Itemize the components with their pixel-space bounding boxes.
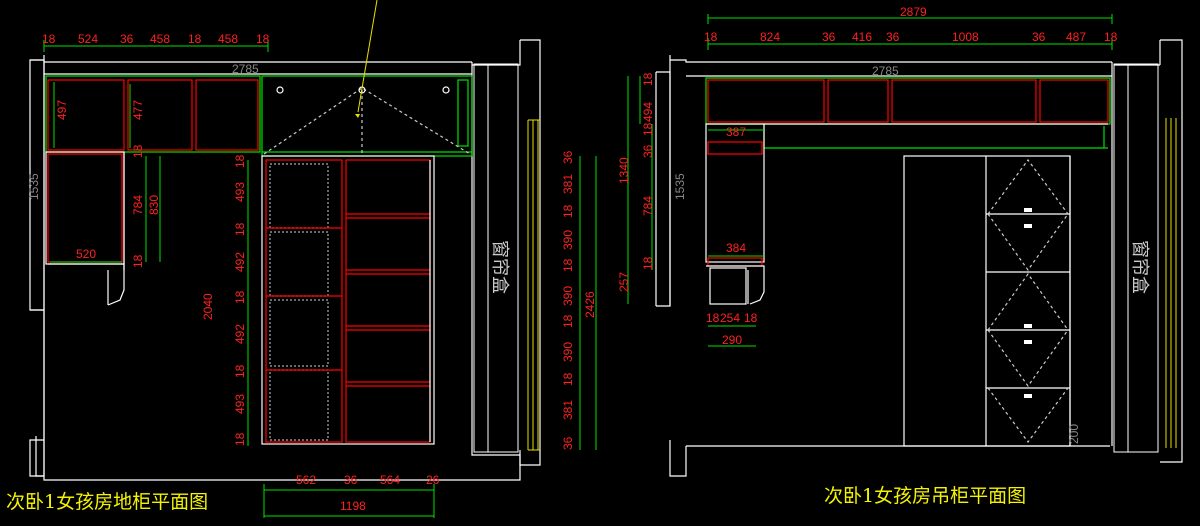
dim-text: 18: [561, 204, 575, 218]
dim-text: 18: [706, 311, 720, 325]
dim-text: 18: [233, 154, 247, 168]
dim-text: 36: [641, 144, 655, 158]
dim-text: 18: [641, 72, 655, 86]
dim-upper-left: 497: [55, 100, 69, 120]
dim-520: 520: [76, 247, 96, 261]
left-window-box-label: 窗帘盒: [489, 240, 510, 294]
dim-text: 18: [233, 290, 247, 304]
right-window-box-label: 窗帘盒: [1129, 240, 1150, 294]
dim-text: 36: [822, 30, 836, 44]
right-side-gray: 1535: [673, 173, 687, 200]
dim-18-b: 18: [131, 254, 145, 268]
right-caption: 次卧1女孩房吊柜平面图: [824, 485, 1026, 507]
dim-830: 830: [147, 195, 161, 215]
right-top-dims: 18 824 36 416 36 1008 36 487 18: [704, 30, 1118, 44]
dim-text: 36: [120, 32, 134, 46]
right-wardrobe: [903, 155, 1071, 447]
dim-total-1340: 1340: [617, 157, 631, 184]
dim-text: 390: [561, 342, 575, 362]
dim-text: 564: [380, 473, 400, 487]
dim-text: 36: [1032, 30, 1046, 44]
dim-387: 387: [726, 125, 746, 139]
dim-text: 36: [561, 436, 575, 450]
left-wardrobe: [261, 155, 435, 445]
dim-text: 493: [233, 394, 247, 414]
dim-text: 36: [344, 473, 358, 487]
dim-text: 824: [760, 30, 780, 44]
dim-text: 416: [852, 30, 872, 44]
dim-text: 18: [641, 122, 655, 136]
dim-text: 18: [233, 222, 247, 236]
left-overall-gray: 2785: [232, 62, 259, 76]
left-side-gray: 1535: [27, 173, 41, 200]
dim-text: 18: [744, 311, 758, 325]
left-caption: 次卧1女孩房地柜平面图: [6, 491, 208, 513]
right-overall-dim: 2879: [900, 5, 927, 19]
dim-bottom-total: 290: [722, 333, 742, 347]
dim-text: 18: [233, 364, 247, 378]
right-window-box: [1113, 63, 1159, 453]
dim-text: 381: [561, 174, 575, 194]
left-top-dims: 18 524 36 458 18 458 18: [42, 32, 270, 46]
dim-text: 492: [233, 252, 247, 272]
dim-text: 18: [641, 256, 655, 270]
dim-total-2426: 2426: [583, 291, 597, 318]
dim-384: 384: [726, 241, 746, 255]
dim-text: 18: [233, 432, 247, 446]
dim-text: 390: [561, 230, 575, 250]
dim-text: 257: [617, 272, 631, 292]
dim-text: 18: [256, 32, 270, 46]
left-dim-lines: [43, 40, 597, 518]
dim-text: 36: [561, 150, 575, 164]
dim-text: 784: [641, 196, 655, 216]
dim-text: 493: [233, 182, 247, 202]
left-right-stack: 36 381 18 390 18 390 18 390 18 381 36 24…: [561, 150, 597, 450]
dim-text: 26: [426, 473, 440, 487]
dim-text: 458: [218, 32, 238, 46]
dim-text: 18: [188, 32, 202, 46]
leader-arrow: [355, 0, 378, 118]
right-bottom-dims: 18 254 18 290: [706, 311, 758, 347]
dim-text: 562: [296, 473, 316, 487]
dim-text: 381: [561, 400, 575, 420]
dim-upper-mid: 477: [131, 100, 145, 120]
dim-text: 36: [886, 30, 900, 44]
dim-784: 784: [131, 195, 145, 215]
right-window-frame: [1165, 118, 1177, 448]
left-lower-cabinet: [45, 151, 125, 306]
dim-18-a: 18: [131, 144, 145, 158]
dim-text: 458: [150, 32, 170, 46]
right-walls: [655, 39, 1183, 477]
dim-text: 254: [720, 311, 740, 325]
left-walls: [29, 39, 541, 481]
right-l-cabinet: [705, 123, 765, 305]
left-vertical-dims: 497 477 784 830 18 18: [55, 100, 161, 268]
right-left-dims: 18 494 18 1340 36 784 18 257: [617, 72, 655, 292]
dim-total-2040: 2040: [201, 293, 215, 320]
right-upper-cabinets: [705, 77, 1111, 149]
dim-text: 18: [42, 32, 56, 46]
dim-text: 492: [233, 324, 247, 344]
dim-text: 18: [561, 372, 575, 386]
left-wardrobe-stack: 18 493 18 492 18 492 18 493 18 2040: [201, 154, 247, 446]
dim-text: 487: [1066, 30, 1086, 44]
dim-text: 524: [78, 32, 98, 46]
right-dim-lines: [627, 14, 1113, 347]
left-upper-cabinets: [45, 75, 473, 157]
left-bottom-dims: 562 36 564 26 1198: [296, 473, 440, 513]
dim-text: 18: [561, 258, 575, 272]
dim-text: 18: [561, 314, 575, 328]
left-window-box: [473, 63, 519, 453]
dim-text: 18: [1104, 30, 1118, 44]
dim-bottom-total: 1198: [340, 499, 366, 513]
left-window-frame: [527, 119, 540, 451]
right-gray-bottom: 200: [1067, 424, 1081, 444]
dim-text: 1008: [952, 30, 979, 44]
dim-text: 18: [704, 30, 718, 44]
dim-text: 390: [561, 286, 575, 306]
right-overall-gray: 2785: [872, 64, 899, 78]
dim-text: 494: [641, 102, 655, 122]
